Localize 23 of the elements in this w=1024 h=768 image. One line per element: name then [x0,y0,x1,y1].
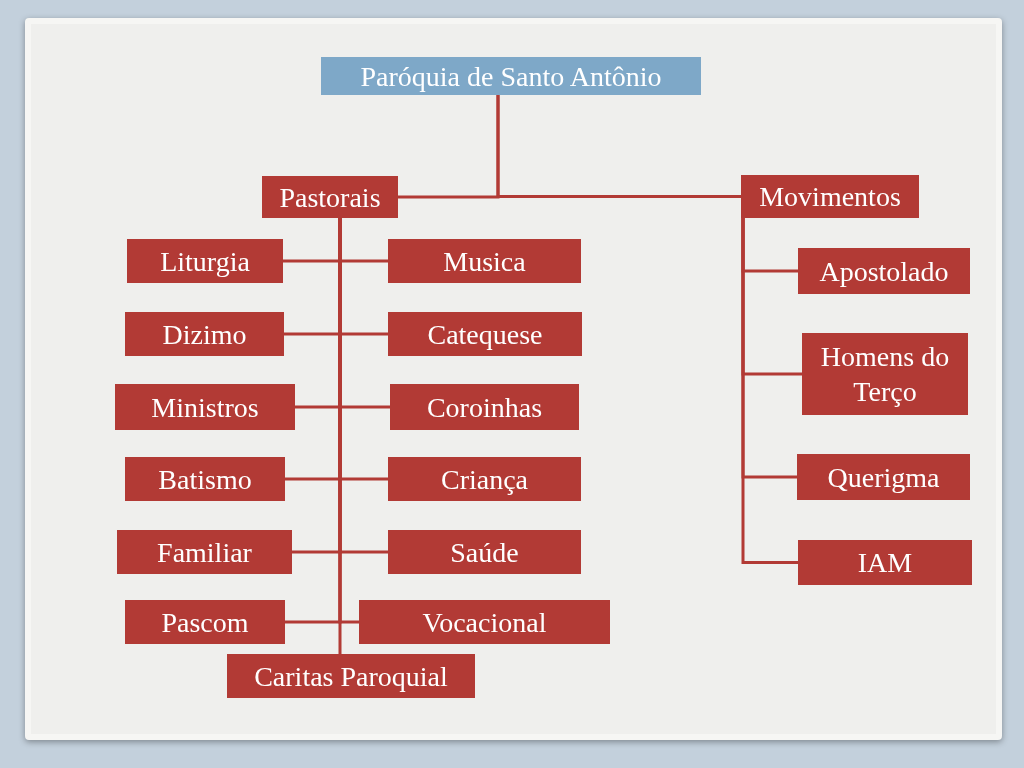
org-box: Ministros [115,384,295,430]
org-box: Pascom [125,600,285,644]
org-box: IAM [798,540,972,585]
org-box: Dizimo [125,312,284,356]
connector-line [741,218,798,564]
org-box: Apostolado [798,248,970,294]
org-box: Musica [388,239,581,283]
org-box: Familiar [117,530,292,574]
org-box: Paróquia de Santo Antônio [321,57,701,95]
org-box: Pastorais [262,176,398,218]
org-box: Caritas Paroquial [227,654,475,698]
org-box: Batismo [125,457,285,501]
org-box: Criança [388,457,581,501]
org-box: Saúde [388,530,581,574]
org-box: Liturgia [127,239,283,283]
org-box: Homens do Terço [802,333,968,415]
connector-line [496,95,741,198]
org-box: Vocacional [359,600,610,644]
org-box: Querigma [797,454,970,500]
connector-line [338,218,342,654]
org-box: Coroinhas [390,384,579,430]
org-box: Movimentos [741,175,919,218]
org-box: Catequese [388,312,582,356]
